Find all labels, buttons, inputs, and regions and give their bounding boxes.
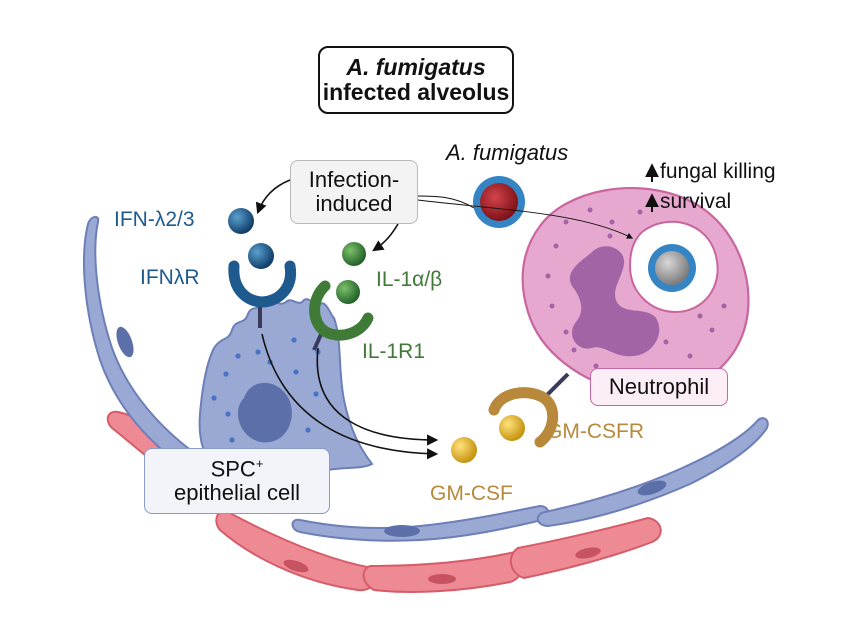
signal-arrow-ifn bbox=[261, 333, 439, 460]
endothelial-nucleus bbox=[283, 559, 309, 573]
signal-arrow-il1 bbox=[316, 347, 439, 446]
conidium-body bbox=[480, 183, 518, 221]
label-a-fumigatus: A. fumigatus bbox=[446, 140, 569, 165]
infection-induced-line1: Infection- bbox=[308, 166, 400, 192]
neutrophil-body bbox=[521, 186, 750, 396]
label-gmcsf: GM-CSF bbox=[430, 482, 513, 505]
gmcsf-ligand-bound bbox=[499, 415, 525, 441]
title-line2: infected alveolus bbox=[322, 79, 510, 105]
label-fungal-killing: fungal killing bbox=[660, 160, 776, 183]
spc-nucleus bbox=[237, 382, 292, 443]
arrow-to-il1 bbox=[372, 223, 399, 252]
title-line1: A. fumigatus bbox=[346, 53, 486, 80]
spc-label-box: SPC+ epithelial cell bbox=[144, 448, 330, 514]
endothelial-cell bbox=[509, 516, 662, 580]
infection-induced-box: Infection- induced bbox=[290, 160, 418, 224]
spc-label: SPC bbox=[210, 455, 256, 481]
epithelial-cell-right bbox=[536, 417, 769, 528]
endothelial-cell bbox=[362, 550, 524, 593]
title-box: A. fumigatus infected alveolus bbox=[318, 46, 514, 114]
endothelial-cell bbox=[215, 510, 377, 592]
ifnlr-receptor bbox=[228, 260, 297, 328]
epithelial-nucleus bbox=[384, 525, 420, 537]
neutrophil-label: Neutrophil bbox=[608, 373, 710, 399]
ifn-lambda-ligand bbox=[248, 243, 274, 269]
gmcsf-ligand bbox=[451, 437, 477, 463]
label-ifnlr: IFNλR bbox=[140, 266, 200, 289]
endothelial-nucleus bbox=[575, 547, 601, 559]
label-ifn-lambda: IFN-λ2/3 bbox=[114, 208, 195, 231]
label-il1: IL-1α/β bbox=[376, 268, 443, 291]
gmcsfr-receptor bbox=[488, 372, 570, 448]
neutrophil-cell bbox=[521, 186, 750, 396]
neutrophil-nucleus bbox=[569, 246, 660, 357]
spc-superscript: + bbox=[255, 455, 264, 471]
il1r1-receptor bbox=[309, 280, 374, 351]
il1-ligand-free bbox=[342, 242, 366, 266]
arrow-infection-from-fungus bbox=[415, 195, 475, 209]
il1-ligand bbox=[336, 280, 360, 304]
spc-label-line2: epithelial cell bbox=[174, 480, 300, 506]
infection-induced-line2: induced bbox=[315, 191, 393, 216]
epithelial-cell-bottom bbox=[291, 504, 550, 542]
label-gmcsfr: GM-CSFR bbox=[546, 420, 644, 443]
ifn-lambda-ligand-free bbox=[228, 208, 254, 234]
lamellar-bodies bbox=[211, 337, 321, 443]
phagocytosed-conidium bbox=[655, 251, 689, 285]
label-survival: survival bbox=[660, 190, 732, 213]
neutrophil-label-box: Neutrophil bbox=[590, 368, 728, 406]
epithelial-nucleus bbox=[637, 480, 667, 496]
endothelial-nucleus bbox=[428, 574, 456, 584]
label-il1r1: IL-1R1 bbox=[362, 340, 426, 363]
arrow-to-ifn bbox=[255, 179, 291, 215]
arrow-fungus-to-neutrophil bbox=[417, 199, 634, 239]
epithelial-nucleus bbox=[116, 326, 134, 358]
